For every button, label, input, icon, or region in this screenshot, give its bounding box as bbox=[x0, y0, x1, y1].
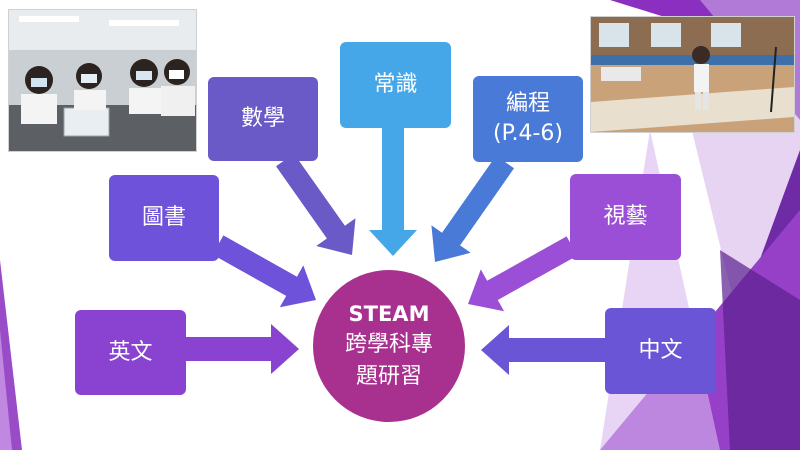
english-box: 英文 bbox=[75, 310, 186, 395]
general-studies-label: 常識 bbox=[373, 72, 418, 97]
library-box: 圖書 bbox=[109, 175, 219, 261]
students-with-masks-photo bbox=[8, 9, 197, 152]
student-in-gym-photo bbox=[590, 16, 795, 133]
photo-right-illustration bbox=[591, 17, 794, 132]
arrow-coding bbox=[431, 155, 514, 262]
bg-facet-deep bbox=[720, 250, 800, 450]
photo-left-illustration bbox=[9, 10, 196, 151]
steam-hub-circle: STEAM 跨學科專 題研習 bbox=[313, 270, 465, 422]
coding-box: 編程 (P.4-6) bbox=[473, 76, 583, 162]
chinese-label: 中文 bbox=[638, 338, 683, 363]
math-box: 數學 bbox=[208, 77, 318, 161]
arrow-chinese bbox=[481, 325, 605, 375]
coding-grade-label: (P.4-6) bbox=[493, 121, 563, 146]
arrow-general-studies bbox=[369, 128, 417, 256]
arrow-english bbox=[186, 324, 299, 374]
coding-label: 編程 bbox=[505, 91, 550, 116]
hub-subtitle-line1: 跨學科專 bbox=[344, 332, 433, 357]
arrow-math bbox=[276, 153, 356, 255]
math-label: 數學 bbox=[240, 106, 285, 131]
general-studies-box: 常識 bbox=[340, 42, 451, 128]
hub-title: STEAM bbox=[348, 302, 430, 326]
english-label: 英文 bbox=[108, 339, 153, 365]
arrow-visual-arts bbox=[468, 236, 578, 312]
arrow-library bbox=[212, 235, 316, 308]
chinese-box: 中文 bbox=[605, 308, 716, 394]
hub-subtitle-line2: 題研習 bbox=[355, 364, 422, 389]
bg-facet-left-light bbox=[0, 330, 12, 450]
visual-arts-label: 視藝 bbox=[603, 204, 648, 229]
visual-arts-box: 視藝 bbox=[570, 174, 681, 260]
library-label: 圖書 bbox=[141, 205, 186, 230]
